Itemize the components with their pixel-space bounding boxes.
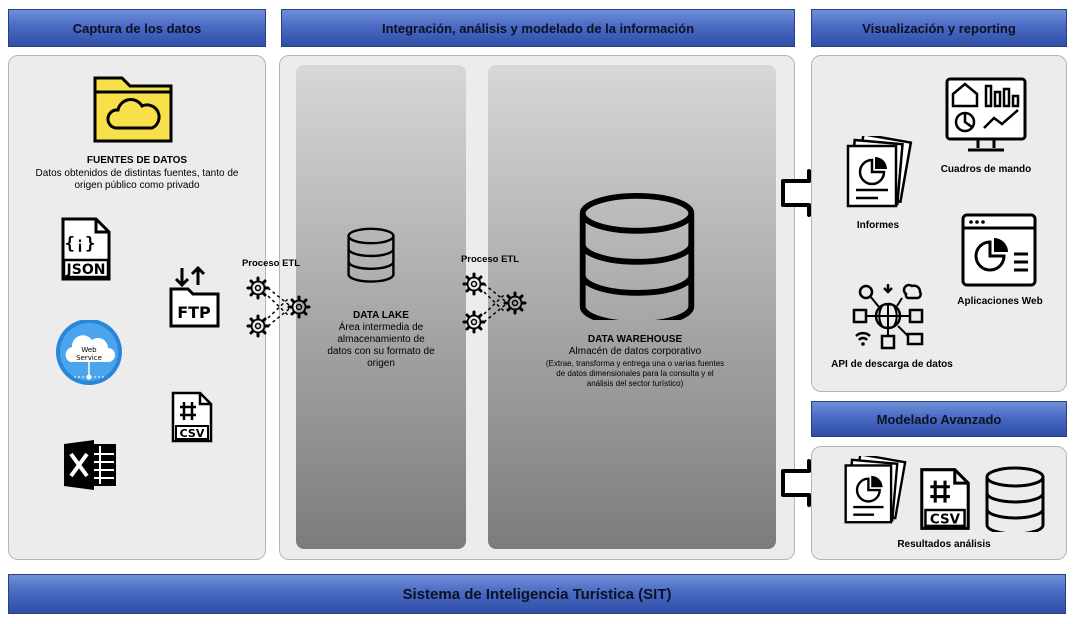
sources-desc: Datos obtenidos de distintas fuentes, ta… [35,168,239,191]
data-warehouse-title: DATA WAREHOUSE [587,334,683,345]
web-service-icon: Web Service [56,320,122,385]
results-report-icon [844,456,907,524]
header-advanced: Modelado Avanzado [811,401,1067,437]
data-lake-desc: Área intermedia de almacenamiento de dat… [327,322,435,369]
header-capture: Captura de los datos [8,9,266,47]
data-lake-area [296,65,466,549]
webapps-label: Aplicaciones Web [957,296,1043,307]
data-lake-db-icon [347,227,395,283]
csv-file-icon: CSV [171,391,213,443]
api-network-icon [852,283,924,350]
svg-text:Web: Web [81,346,97,354]
etl-label-1: Proceso ETL [241,258,301,269]
svg-text:CSV: CSV [180,427,205,440]
reports-label: Informes [856,220,900,231]
header-visualization: Visualización y reporting [811,9,1067,47]
results-db-icon [985,466,1045,532]
footer-title: Sistema de Inteligencia Turística (SIT) [8,574,1066,614]
api-label: API de descarga de datos [831,359,953,370]
cloud-folder-icon [93,76,173,143]
sources-title: FUENTES DE DATOS [86,155,188,166]
svg-text:CSV: CSV [930,512,961,527]
data-warehouse-desc: (Extrae, transforma y entrega una o vari… [545,359,725,388]
data-warehouse-subtitle: Almacén de datos corporativo [568,346,702,357]
data-warehouse-area [488,65,776,549]
svg-text:Service: Service [76,354,102,362]
etl-gears-icon-2 [462,272,527,334]
data-lake-title: DATA LAKE [353,310,409,321]
json-file-icon: {¡} JSON [61,217,111,281]
svg-text:JSON: JSON [66,262,106,278]
results-label: Resultados análisis [897,539,991,550]
svg-text:{¡}: {¡} [65,234,96,254]
dashboards-label: Cuadros de mando [940,164,1032,175]
dashboard-monitor-icon [945,77,1027,152]
etl-label-2: Proceso ETL [460,254,520,265]
reports-icon [846,136,913,208]
web-app-icon [961,213,1037,287]
svg-text:FTP: FTP [177,303,211,322]
excel-icon [64,440,116,490]
results-csv-icon: CSV [920,468,970,530]
etl-gears-icon-1 [246,276,311,338]
header-integration: Integración, análisis y modelado de la i… [281,9,795,47]
ftp-icon: FTP [169,265,220,328]
data-warehouse-db-icon [578,192,696,320]
